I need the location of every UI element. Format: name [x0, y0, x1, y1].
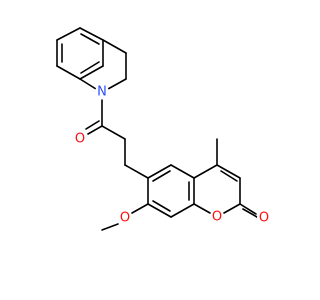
bond — [152, 170, 171, 182]
bond — [87, 125, 103, 135]
bond — [220, 170, 238, 182]
lactone-oxygen-label: O — [259, 211, 269, 226]
bond — [107, 78, 127, 90]
nitrogen-label: N — [97, 85, 107, 100]
bond — [102, 39, 127, 54]
atom-o-lactone: O — [257, 211, 271, 226]
bond — [193, 203, 211, 214]
molecule-structure: N O O O O — [56, 27, 271, 231]
bond — [242, 208, 258, 218]
atom-n1: N — [95, 85, 109, 100]
bond — [147, 164, 172, 179]
bond — [80, 33, 100, 45]
ring-oxygen-label: O — [212, 210, 222, 225]
bond — [56, 27, 81, 41]
bond — [223, 203, 241, 214]
bond — [170, 164, 195, 179]
bond — [170, 203, 195, 218]
bond — [101, 125, 126, 140]
bond — [124, 164, 149, 179]
bond — [152, 200, 171, 212]
bond — [216, 164, 241, 179]
methoxy-oxygen-label: O — [120, 211, 130, 226]
bond — [193, 164, 218, 179]
bond — [56, 65, 81, 80]
bond-layer — [56, 27, 258, 231]
bond — [79, 65, 104, 80]
bond — [80, 61, 100, 74]
bond — [131, 203, 149, 214]
bond — [79, 78, 97, 90]
atom-o-ketone: O — [73, 132, 87, 147]
bond — [79, 27, 104, 41]
ketone-oxygen-label: O — [75, 132, 85, 147]
atom-o-methoxy: O — [118, 211, 132, 226]
bond — [101, 223, 119, 231]
bond — [147, 203, 172, 218]
atom-o-ring: O — [210, 210, 224, 225]
bond — [239, 203, 257, 215]
bond — [85, 120, 100, 130]
